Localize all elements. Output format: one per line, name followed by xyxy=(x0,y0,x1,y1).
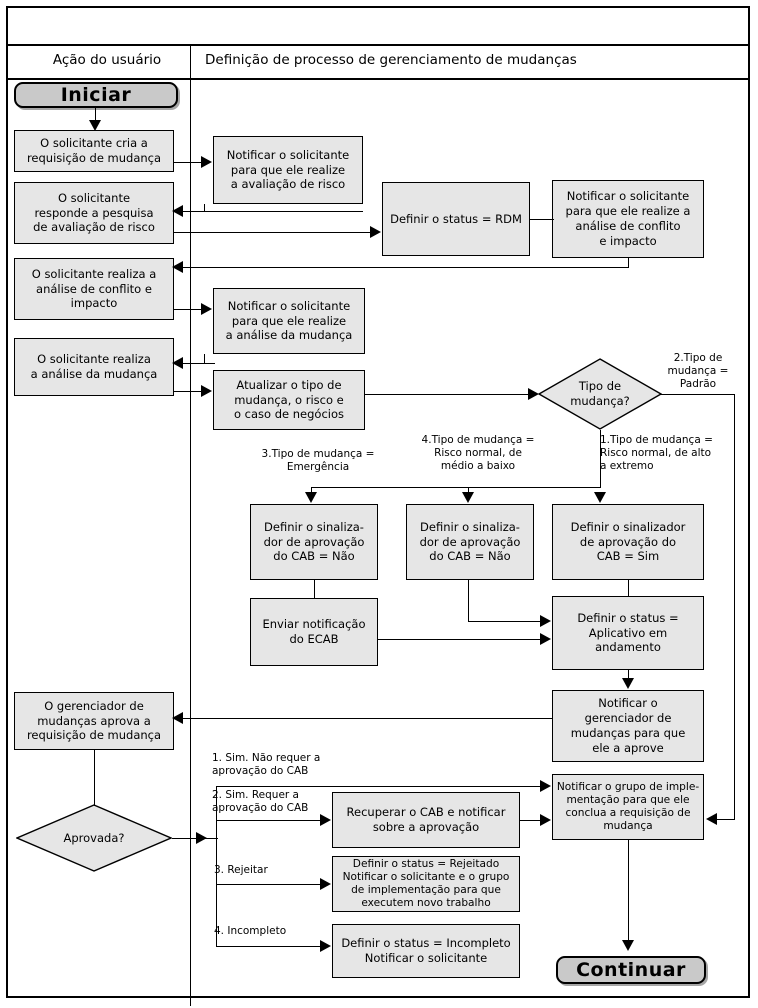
arrow-aprovada-right xyxy=(196,832,207,844)
diagram-frame xyxy=(6,6,750,998)
arrow-padrao-into-impl xyxy=(706,813,717,825)
arrow-impl-to-continuar xyxy=(622,940,634,951)
arrow-appr3-to-rejected xyxy=(320,878,331,890)
node-notify-manager[interactable]: Notificar o gerenciador de mudanças para… xyxy=(552,690,704,762)
node-notify-analysis[interactable]: Notificar o solicitante para que ele rea… xyxy=(213,288,365,354)
arrow-appr4-to-incomplete xyxy=(320,940,331,952)
edge-padrao-down xyxy=(734,394,735,820)
arrow-userconflict-to-notifyanalysis xyxy=(201,303,212,315)
edge-notifyrisk-down xyxy=(204,204,205,212)
edge-aprovada-right xyxy=(172,838,218,839)
edge-appr4-to-incomplete xyxy=(216,946,322,947)
edge-notifymanager-to-usermanager xyxy=(181,718,553,719)
terminator-start[interactable]: Iniciar xyxy=(14,82,178,108)
edge-impl-to-continuar xyxy=(628,840,629,944)
node-incomplete[interactable]: Definir o status = Incompleto Notificar … xyxy=(332,924,520,978)
edge-notifyrisk-to-survey xyxy=(181,211,363,212)
edge-cabno1-to-ecab xyxy=(314,580,315,598)
edge-usermanager-to-aprovada xyxy=(94,750,95,806)
arrow-ecab-to-statusapp xyxy=(540,633,551,645)
edge-padrao-right xyxy=(660,394,735,395)
node-notify-impl-group[interactable]: Notificar o grupo de imple- mentação par… xyxy=(552,774,704,840)
edge-statusapp-to-notifymanager xyxy=(628,670,629,678)
decision-change-type[interactable]: Tipo de mudança? xyxy=(538,358,662,430)
node-user-conflict[interactable]: O solicitante realiza a análise de confl… xyxy=(14,258,174,320)
edge-notifyanalysis-to-useranalysis xyxy=(181,363,215,364)
terminator-end[interactable]: Continuar xyxy=(556,956,706,984)
node-notify-conflict[interactable]: Notificar o solicitante para que ele rea… xyxy=(552,180,704,258)
edge-appr3-to-rejected xyxy=(216,884,322,885)
arrow-survey-to-rdm xyxy=(370,226,381,238)
arrow-retrievecab-to-impl xyxy=(540,814,551,826)
arrow-useranalysis-to-updatetype xyxy=(201,385,212,397)
node-retrieve-cab[interactable]: Recuperar o CAB e notificar sobre a apro… xyxy=(332,792,520,848)
edge-cabyes-to-statusapp xyxy=(628,580,629,596)
edge-branch-bus xyxy=(311,487,601,488)
edge-label-appr-1: 1. Sim. Não requer a aprovação do CAB xyxy=(212,752,321,777)
edge-appr2-to-retrievecab xyxy=(216,820,322,821)
arrow-appr1-to-impl xyxy=(540,780,551,792)
node-send-ecab[interactable]: Enviar notificação do ECAB xyxy=(250,598,378,666)
node-update-type[interactable]: Atualizar o tipo de mudança, o risco e o… xyxy=(213,370,365,430)
edge-cabno2-down xyxy=(468,580,469,622)
arrow-updatetype-to-decision xyxy=(528,388,539,400)
edge-cabno2-to-statusapp xyxy=(468,621,544,622)
edge-retrievecab-to-impl xyxy=(520,820,544,821)
node-notify-risk[interactable]: Notificar o solicitante para que ele rea… xyxy=(213,136,363,204)
edge-padrao-into-impl xyxy=(716,819,735,820)
lane-label-user: Ação do usuário xyxy=(52,52,162,68)
node-set-status-rdm[interactable]: Definir o status = RDM xyxy=(382,182,530,256)
edge-label-appr-3: 3. Rejeitar xyxy=(214,864,268,876)
edge-start-to-create xyxy=(95,108,96,122)
edge-userconflict-to-notifyanalysis xyxy=(174,309,204,310)
node-user-manager-approves[interactable]: O gerenciador de mudanças aprova a requi… xyxy=(14,692,174,750)
edge-label-type-4: 4.Tipo de mudança = Risco normal, de méd… xyxy=(421,434,535,472)
lane-label-process: Definição de processo de gerenciamento d… xyxy=(205,52,577,68)
edge-notifyanalysis-down xyxy=(204,354,205,364)
edge-notifyconflict-to-userconflict xyxy=(181,267,629,268)
edge-updatetype-to-decision xyxy=(365,394,530,395)
edge-ecab-to-statusapp xyxy=(378,639,544,640)
edge-appr1-to-impl xyxy=(216,786,544,787)
header-rule-top xyxy=(8,44,750,46)
arrow-notifymanager-to-usermanager xyxy=(172,712,183,724)
edge-decision-down xyxy=(600,430,601,488)
edge-approval-bus xyxy=(216,786,217,946)
edge-survey-to-rdm xyxy=(174,232,378,233)
arrow-branch-4 xyxy=(462,492,474,503)
arrow-notifyrisk-to-survey xyxy=(172,205,183,217)
node-user-analysis[interactable]: O solicitante realiza a análise da mudan… xyxy=(14,338,174,396)
node-user-create[interactable]: O solicitante cria a requisição de mudan… xyxy=(14,130,174,172)
edge-label-appr-4: 4. Incompleto xyxy=(214,925,287,937)
edge-label-type-2: 2.Tipo de mudança = Padrão xyxy=(667,352,729,390)
edge-useranalysis-to-updatetype xyxy=(174,391,204,392)
node-user-survey[interactable]: O solicitante responde a pesquisa de ava… xyxy=(14,182,174,244)
node-cab-flag-yes[interactable]: Definir o sinalizador de aprovação do CA… xyxy=(552,504,704,580)
node-cab-flag-no-2[interactable]: Definir o sinaliza- dor de aprovação do … xyxy=(406,504,534,580)
arrow-branch-3 xyxy=(305,492,317,503)
arrow-branch-1 xyxy=(594,492,606,503)
node-rejected[interactable]: Definir o status = Rejeitado Notificar o… xyxy=(332,856,520,912)
node-set-status-app[interactable]: Definir o status = Aplicativo em andamen… xyxy=(552,596,704,670)
arrow-cabno2-to-statusapp xyxy=(540,615,551,627)
edge-create-to-notifyrisk xyxy=(174,162,204,163)
arrow-statusapp-to-notifymanager xyxy=(622,678,634,689)
edge-notifyconflict-down xyxy=(628,258,629,268)
edge-rdm-to-notifyconflict xyxy=(530,219,554,220)
header-rule-bottom xyxy=(8,78,750,80)
decision-approved[interactable]: Aprovada? xyxy=(16,804,172,872)
arrow-notifyconflict-to-userconflict xyxy=(172,261,183,273)
edge-label-type-3: 3.Tipo de mudança = Emergência xyxy=(261,448,375,473)
edge-label-type-1: 1.Tipo de mudança = Risco normal, de alt… xyxy=(600,434,713,472)
arrow-start-to-create xyxy=(89,120,101,131)
lane-divider xyxy=(190,46,191,1006)
arrow-notifyanalysis-to-useranalysis xyxy=(172,357,183,369)
node-cab-flag-no-1[interactable]: Definir o sinaliza- dor de aprovação do … xyxy=(250,504,378,580)
arrow-create-to-notifyrisk xyxy=(201,156,212,168)
edge-label-appr-2: 2. Sim. Requer a aprovação do CAB xyxy=(212,789,309,814)
arrow-appr2-to-retrievecab xyxy=(320,814,331,826)
